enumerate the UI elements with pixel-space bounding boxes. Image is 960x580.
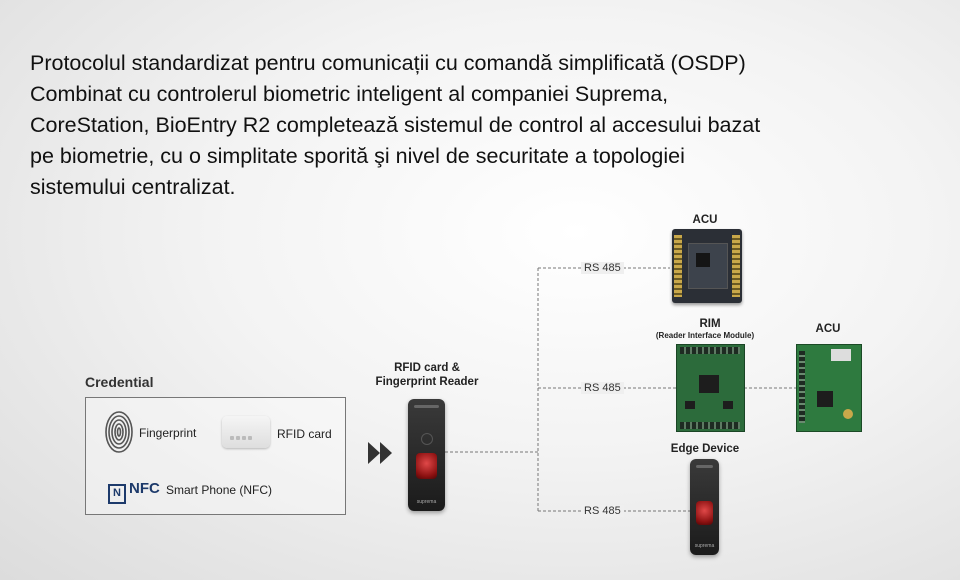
rim-sublabel: (Reader Interface Module): [655, 331, 755, 340]
rfid-card-icon: [222, 416, 270, 448]
acu-right-label: ACU: [815, 323, 841, 335]
reader-label-line2: Fingerprint Reader: [375, 376, 479, 388]
edge-device-brand: suprema: [694, 543, 715, 549]
smartphone-label: Smart Phone (NFC): [166, 483, 273, 497]
fingerprint-sensor: [416, 453, 437, 479]
double-arrow-icon: [368, 442, 392, 464]
fingerprint-label: Fingerprint: [139, 426, 197, 440]
edge-device-label: Edge Device: [670, 443, 740, 455]
credential-box: [85, 397, 346, 515]
rs485-label-acu: RS 485: [581, 262, 624, 274]
nfc-n-icon: N: [108, 484, 126, 504]
edge-fingerprint-sensor: [696, 501, 713, 525]
reader-label-line1: RFID card &: [394, 362, 460, 374]
rfid-symbol-icon: [421, 433, 433, 445]
rfid-card-label: RFID card: [277, 427, 332, 441]
credential-title: Credential: [85, 374, 154, 390]
edge-device: suprema: [690, 459, 719, 555]
acu-board-top: [672, 229, 742, 303]
fingerprint-reader-device: suprema: [408, 399, 445, 511]
rs485-label-edge: RS 485: [581, 505, 624, 517]
rim-label: RIM: [699, 318, 721, 330]
nfc-logo-text: NFC: [129, 480, 160, 497]
acu-top-label: ACU: [692, 214, 718, 226]
rim-board: [676, 344, 745, 432]
rs485-label-rim: RS 485: [581, 382, 624, 394]
acu-board-right: [796, 344, 862, 432]
intro-text: Protocolul standardizat pentru comunicaț…: [30, 51, 761, 199]
fingerprint-icon: [105, 411, 133, 453]
device-brand: suprema: [416, 499, 437, 505]
